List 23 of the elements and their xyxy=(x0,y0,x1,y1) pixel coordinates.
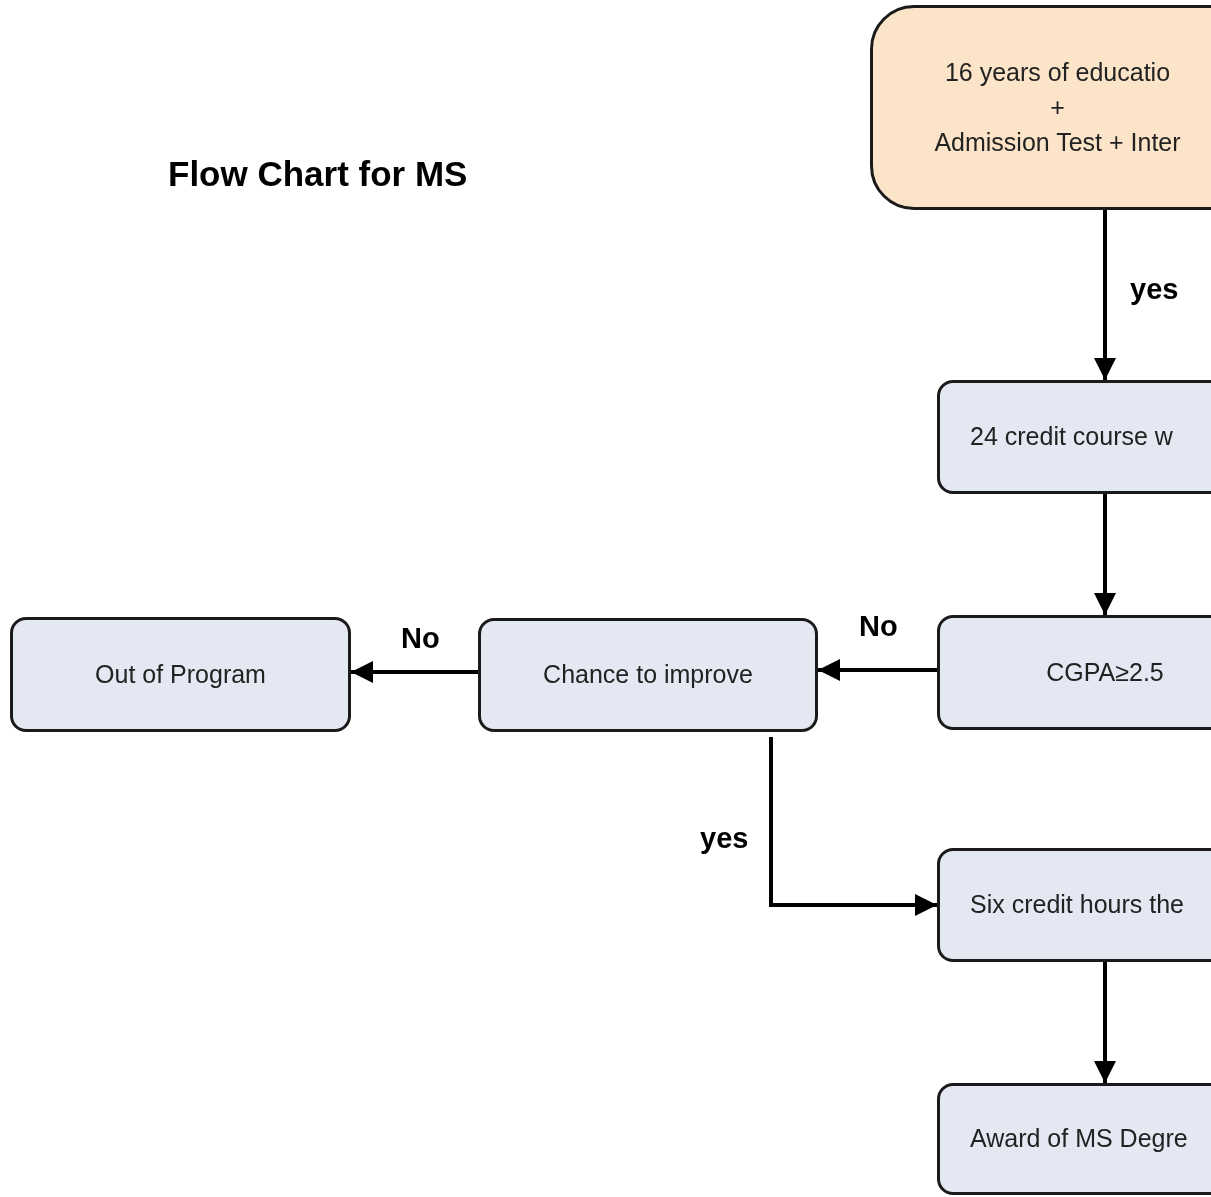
node-text: CGPA≥2.5 xyxy=(1046,656,1164,688)
start-box xyxy=(870,5,1211,210)
node-text: Six credit hours the xyxy=(970,889,1184,921)
arrow xyxy=(1094,962,1116,1083)
arrow xyxy=(769,737,937,916)
node-text: Admission Test + Inter xyxy=(934,127,1181,159)
arrow xyxy=(351,661,478,683)
arrow xyxy=(818,659,937,681)
arrow xyxy=(1094,210,1116,380)
process-box xyxy=(937,615,1211,730)
node-text: Out of Program xyxy=(95,658,266,690)
diagram-title: Flow Chart for MS xyxy=(168,153,468,195)
process-box xyxy=(10,617,351,732)
process-box xyxy=(937,848,1211,962)
process-box xyxy=(478,618,818,732)
node-text: Chance to improve xyxy=(543,659,753,691)
process-box xyxy=(937,380,1211,494)
node-text: Award of MS Degre xyxy=(970,1123,1188,1155)
node-text: 24 credit course w xyxy=(970,421,1173,453)
process-box xyxy=(937,1083,1211,1195)
arrow xyxy=(1094,494,1116,615)
node-text: 16 years of educatio xyxy=(944,56,1171,88)
node-text: + xyxy=(1050,91,1065,123)
